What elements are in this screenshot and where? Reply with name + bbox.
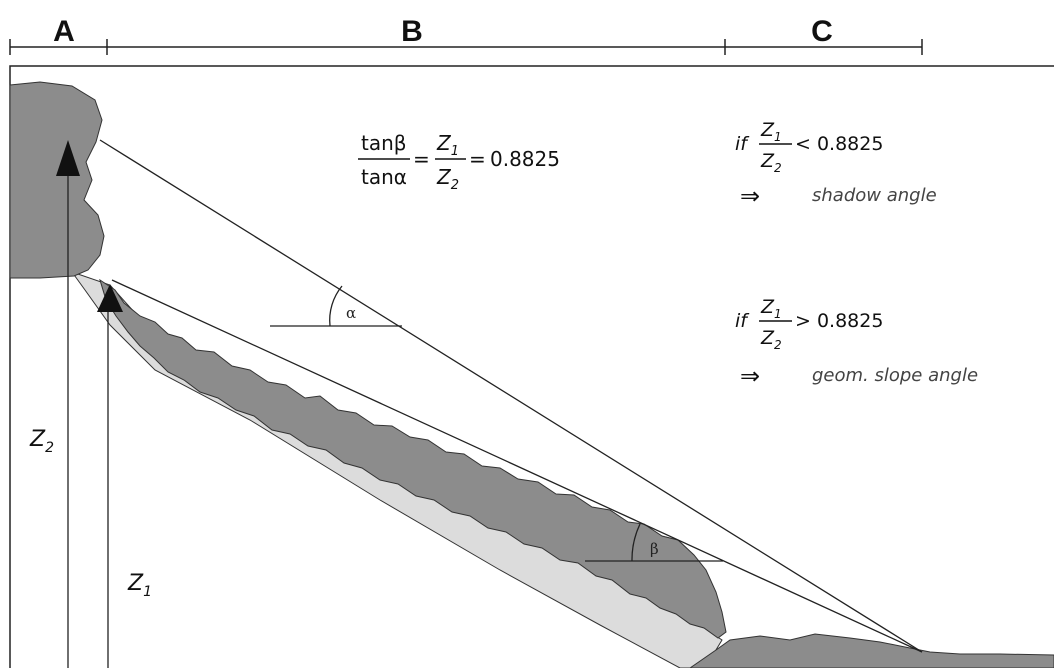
- section-label-a: A: [53, 15, 75, 48]
- condition-shadow-angle: if Z1 Z2 < 0.8825 ⇒ shadow angle: [735, 119, 937, 210]
- beta-label: β: [650, 540, 659, 558]
- slope-surface-band: [99, 278, 727, 639]
- formula-z2: Z2: [436, 165, 459, 193]
- section-label-c: C: [811, 15, 833, 48]
- cliff-rock: [9, 81, 105, 279]
- ratio-formula: tanβ tanα = Z1 Z2 = 0.8825: [358, 131, 560, 193]
- implies-arrow-icon: ⇒: [740, 362, 760, 390]
- valley-floor-rock: [689, 633, 1054, 668]
- condition-shadow-result: shadow angle: [812, 185, 937, 206]
- condition-geom-result: geom. slope angle: [812, 365, 978, 386]
- condition-geom-if: if: [735, 310, 750, 332]
- formula-tan-alpha: tanα: [361, 165, 407, 189]
- z2-label: Z2: [29, 427, 54, 456]
- formula-z1: Z1: [436, 131, 459, 159]
- condition-shadow-comparison: < 0.8825: [795, 133, 883, 155]
- sight-lines: [99, 139, 923, 653]
- frame-border: [9, 65, 1054, 668]
- condition-geom-z1: Z1: [760, 296, 782, 321]
- section-label-b: B: [401, 15, 423, 48]
- formula-value: 0.8825: [490, 147, 560, 171]
- condition-geom-comparison: > 0.8825: [795, 310, 883, 332]
- condition-geom-slope-angle: if Z1 Z2 > 0.8825 ⇒ geom. slope angle: [735, 296, 978, 390]
- angle-beta-construction: [585, 523, 723, 562]
- implies-arrow-icon: ⇒: [740, 182, 760, 210]
- formula-tan-beta: tanβ: [361, 131, 407, 155]
- formula-equals-2: =: [469, 147, 486, 171]
- condition-shadow-z1: Z1: [760, 119, 782, 144]
- condition-geom-z2: Z2: [760, 327, 782, 352]
- angle-alpha-construction: [270, 285, 402, 327]
- z1-arrowhead: [97, 284, 123, 312]
- condition-shadow-if: if: [735, 133, 750, 155]
- section-ruler: [9, 39, 923, 55]
- formula-equals-1: =: [413, 147, 430, 171]
- z2-arrowhead: [56, 140, 80, 176]
- height-lines: [67, 175, 109, 668]
- z1-label: Z1: [127, 571, 152, 600]
- condition-shadow-z2: Z2: [760, 150, 782, 175]
- alpha-label: α: [346, 304, 356, 322]
